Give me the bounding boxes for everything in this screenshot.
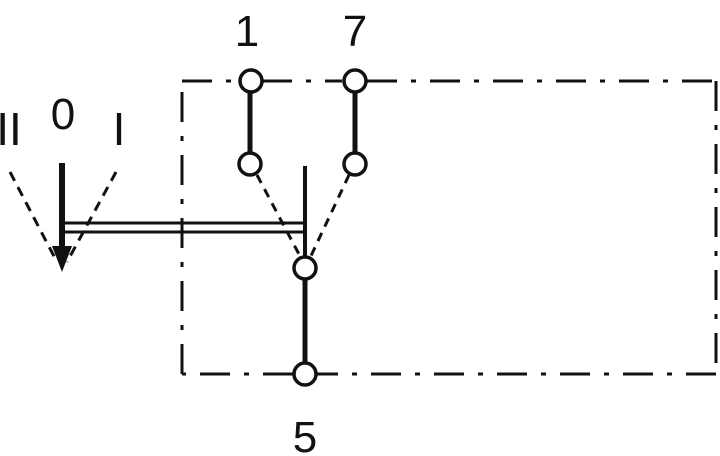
housing-outline — [180, 79, 718, 376]
position-i-dashed — [65, 171, 118, 263]
terminal-1 — [238, 68, 264, 94]
contact-point-1 — [237, 151, 263, 177]
position-0-label: 0 — [51, 90, 75, 139]
contact-point-7 — [342, 151, 368, 177]
switch-path-1-dashed — [255, 174, 303, 259]
common-contact — [292, 255, 318, 281]
switch-path-7-dashed — [308, 174, 351, 259]
terminal-7-label: 7 — [343, 7, 367, 56]
position-ii-label: II — [0, 103, 22, 155]
position-i-label: I — [113, 103, 126, 155]
terminal-1-label: 1 — [235, 7, 259, 56]
actuator-arrow-head — [52, 246, 72, 272]
terminal-7 — [342, 68, 368, 94]
terminal-5 — [292, 361, 318, 387]
position-ii-dashed — [8, 171, 59, 263]
terminal-5-label: 5 — [293, 413, 317, 456]
